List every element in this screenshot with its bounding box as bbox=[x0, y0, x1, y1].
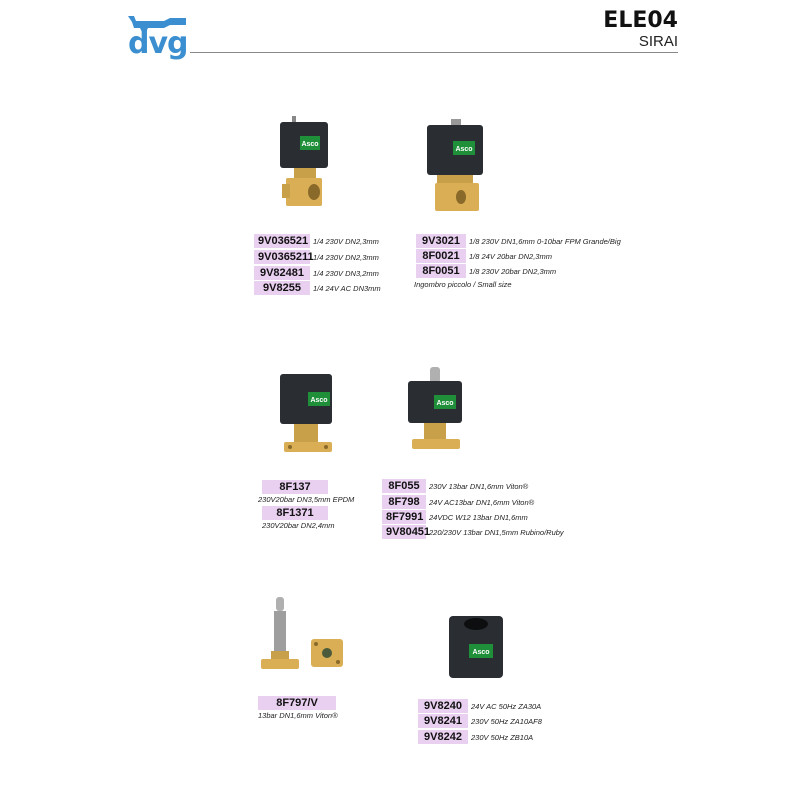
list-item: 9V8241 230V 50Hz ZA10AF8 bbox=[418, 714, 542, 728]
product-code: 9V8240 bbox=[418, 699, 468, 713]
list-item: 8F0051 1/8 230V 20bar DN2,3mm bbox=[416, 264, 556, 278]
product-code: 9V8255 bbox=[254, 281, 310, 295]
coil-label: Asco bbox=[472, 649, 489, 656]
product-description: 1/4 230V DN3,2mm bbox=[313, 268, 379, 278]
product-description: 1/8 24V 20bar DN2,3mm bbox=[469, 251, 552, 261]
product-code: 8F798 bbox=[382, 495, 426, 509]
list-item: 9V8242 230V 50Hz ZB10A bbox=[418, 730, 533, 744]
product-description: 1/8 230V DN1,6mm 0-10bar FPM Grande/Big bbox=[469, 236, 621, 246]
list-item: 9V036521 1/4 230V DN2,3mm bbox=[254, 234, 379, 248]
list-item: 9V82481 1/4 230V DN3,2mm bbox=[254, 266, 379, 280]
solenoid-valve-image: Asco bbox=[427, 119, 483, 211]
product-code: 9V82481 bbox=[254, 266, 310, 280]
product-code: 8F055 bbox=[382, 479, 426, 493]
product-code: 8F1371 bbox=[262, 506, 328, 520]
coil-label: Asco bbox=[301, 141, 318, 148]
list-item: 8F7991 24VDC W12 13bar DN1,6mm bbox=[382, 510, 528, 524]
coil-label: Asco bbox=[310, 397, 327, 404]
product-description: 1/4 230V DN2,3mm bbox=[313, 252, 379, 262]
list-item: 9V8240 24V AC 50Hz ZA30A bbox=[418, 699, 541, 713]
coil-label: Asco bbox=[455, 146, 472, 153]
product-description: 230V20bar DN2,4mm bbox=[262, 521, 335, 530]
coil-label: Asco bbox=[436, 400, 453, 407]
logo-text: dvg bbox=[128, 26, 189, 61]
brand-name: SIRAI bbox=[638, 33, 678, 50]
product-code: 8F137 bbox=[262, 480, 328, 494]
solenoid-valve-image: Asco bbox=[280, 374, 332, 452]
product-description: 24VDC W12 13bar DN1,6mm bbox=[429, 512, 528, 522]
product-code: 8F0051 bbox=[416, 264, 466, 278]
product-description: 230V20bar DN3,5mm EPDM bbox=[258, 495, 355, 504]
product-description: 230V 50Hz ZA10AF8 bbox=[471, 716, 542, 726]
list-item: 8F0021 1/8 24V 20bar DN2,3mm bbox=[416, 249, 552, 263]
dvg-faucet-logo bbox=[128, 16, 186, 32]
size-note: Ingombro piccolo / Small size bbox=[414, 280, 512, 289]
list-item: 8F797/V bbox=[258, 696, 336, 710]
product-description: 1/4 230V DN2,3mm bbox=[313, 236, 379, 246]
product-code: 8F797/V bbox=[258, 696, 336, 710]
list-item: 8F798 24V AC13bar DN1,6mm Viton® bbox=[382, 495, 534, 509]
header-divider bbox=[190, 52, 678, 53]
product-code: 8F0021 bbox=[416, 249, 466, 263]
list-item: 9V80451 220/230V 13bar DN1,5mm Rubino/Ru… bbox=[382, 525, 564, 539]
product-code: 9V8242 bbox=[418, 730, 468, 744]
product-code: 9V036521 bbox=[254, 234, 310, 248]
list-item: 9V0365211 1/4 230V DN2,3mm bbox=[254, 250, 379, 264]
product-description: 1/8 230V 20bar DN2,3mm bbox=[469, 266, 557, 276]
catalog-code: ELE04 bbox=[603, 8, 678, 33]
product-description: 13bar DN1,6mm Viton® bbox=[258, 711, 338, 720]
product-code: 9V8241 bbox=[418, 714, 468, 728]
valve-plate-image bbox=[311, 639, 343, 667]
product-description: 230V 50Hz ZB10A bbox=[471, 732, 534, 742]
list-item: 9V3021 1/8 230V DN1,6mm 0-10bar FPM Gran… bbox=[416, 234, 621, 248]
product-code: 9V0365211 bbox=[254, 250, 314, 264]
product-description: 24V AC 50Hz ZA30A bbox=[471, 701, 542, 711]
product-description: 230V 13bar DN1,6mm Viton® bbox=[429, 481, 529, 491]
solenoid-valve-image: Asco bbox=[408, 367, 462, 449]
coil-image: Asco bbox=[449, 616, 503, 678]
product-code: 9V80451 bbox=[382, 525, 430, 539]
product-description: 1/4 24V AC DN3mm bbox=[313, 283, 381, 293]
product-code: 9V3021 bbox=[416, 234, 466, 248]
list-item: 8F055 230V 13bar DN1,6mm Viton® bbox=[382, 479, 528, 493]
product-description: 24V AC13bar DN1,6mm Viton® bbox=[429, 497, 535, 507]
list-item: 9V8255 1/4 24V AC DN3mm bbox=[254, 281, 381, 295]
list-item: 8F137 bbox=[262, 480, 328, 494]
product-description: 220/230V 13bar DN1,5mm Rubino/Ruby bbox=[429, 527, 564, 537]
list-item: 8F1371 bbox=[262, 506, 328, 520]
product-code: 8F7991 bbox=[382, 510, 426, 524]
solenoid-valve-image bbox=[261, 597, 299, 669]
solenoid-valve-image: Asco bbox=[280, 116, 328, 206]
